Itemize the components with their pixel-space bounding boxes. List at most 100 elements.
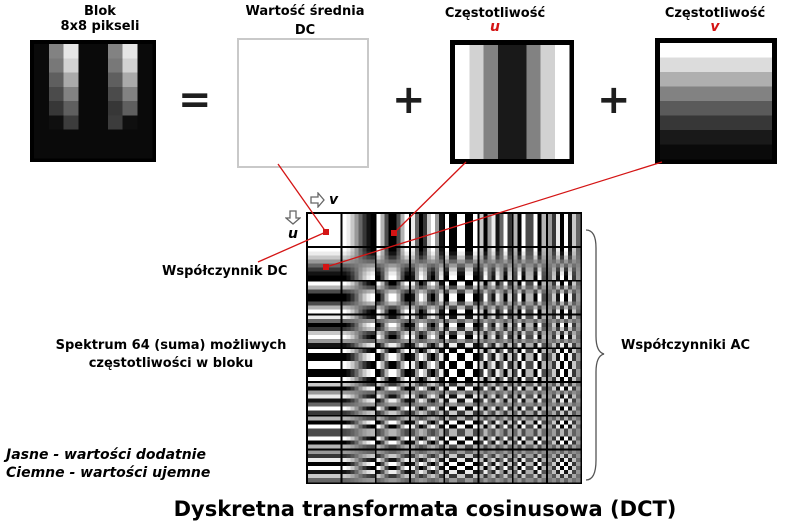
basis-pixel — [571, 271, 577, 276]
basis-pixel — [563, 255, 569, 260]
basis-pixel — [461, 214, 466, 219]
basis-pixel — [376, 271, 381, 276]
basis-pixel — [350, 343, 355, 348]
basis-pixel — [346, 255, 351, 260]
basis-pixel — [453, 466, 458, 471]
basis-pixel — [479, 428, 484, 433]
basis-pixel — [430, 356, 436, 362]
freq-u-band — [483, 45, 499, 159]
basis-pixel — [571, 285, 577, 290]
basis-pixel — [384, 233, 389, 239]
basis-pixel — [469, 382, 474, 387]
u-axis-label: u — [288, 226, 298, 242]
basis-pixel — [575, 364, 581, 370]
basis-pixel — [346, 478, 351, 483]
basis-pixel — [499, 436, 504, 441]
basis-pixel — [479, 368, 484, 374]
basis-pixel — [380, 275, 385, 280]
basis-pixel — [541, 454, 546, 459]
basis-pixel — [469, 271, 474, 276]
basis-pixel — [400, 335, 405, 340]
basis-pixel — [336, 382, 341, 387]
basis-pixel — [410, 281, 416, 286]
basis-pixel — [362, 454, 367, 459]
basis-pixel — [487, 335, 492, 340]
basis-pixel — [507, 241, 512, 246]
basis-pixel — [404, 444, 409, 449]
basis-pixel — [380, 376, 385, 381]
basis-pixel — [384, 251, 389, 256]
basis-pixel — [438, 349, 444, 354]
basis-pixel — [426, 241, 432, 246]
basis-pixel — [575, 376, 581, 381]
basis-pixel — [473, 410, 478, 415]
basis-pixel — [332, 444, 337, 449]
basis-pixel — [575, 271, 581, 276]
basis-pixel — [354, 428, 359, 433]
basis-pixel — [426, 444, 432, 449]
basis-pixel — [495, 229, 500, 235]
block-pixel — [48, 44, 64, 59]
basis-pixel — [312, 285, 317, 290]
basis-pixel — [308, 466, 313, 471]
basis-pixel — [503, 221, 508, 227]
basis-pixel — [358, 263, 363, 268]
basis-pixel — [513, 225, 518, 231]
basis-pixel — [563, 267, 569, 272]
basis-pixel — [521, 259, 526, 264]
block-pixel — [34, 86, 50, 102]
basis-pixel — [308, 474, 313, 479]
basis-pixel — [541, 360, 546, 366]
basis-pixel — [541, 376, 546, 381]
basis-pixel — [487, 323, 492, 328]
block-pixel — [48, 72, 64, 88]
basis-pixel — [332, 386, 337, 391]
basis-pixel — [316, 293, 321, 298]
basis-pixel — [376, 458, 381, 463]
basis-pixel — [370, 466, 375, 471]
basis-pixel — [453, 420, 458, 425]
basis-pixel — [537, 410, 542, 415]
basis-pixel — [567, 440, 573, 445]
basis-pixel — [350, 331, 355, 336]
basis-pixel — [479, 364, 484, 370]
basis-pixel — [350, 454, 355, 459]
basis-pixel — [430, 225, 436, 231]
basis-pixel — [404, 398, 409, 403]
basis-pixel — [434, 247, 440, 252]
basis-pixel — [469, 420, 474, 425]
basis-pixel — [380, 335, 385, 340]
basis-pixel — [354, 263, 359, 268]
basis-pixel — [461, 259, 466, 264]
basis-pixel — [551, 390, 557, 395]
basis-pixel — [308, 251, 313, 256]
basis-pixel — [473, 390, 478, 395]
basis-pixel — [541, 390, 546, 395]
basis-pixel — [404, 424, 409, 429]
basis-pixel — [575, 293, 581, 298]
basis-pixel — [529, 416, 534, 421]
basis-pixel — [370, 233, 375, 239]
basis-pixel — [449, 267, 454, 272]
basis-pixel — [410, 432, 416, 437]
basis-pixel — [312, 356, 317, 362]
plus-sign-1: + — [392, 77, 426, 123]
basis-pixel — [380, 305, 385, 310]
basis-pixel — [453, 410, 458, 415]
basis-pixel — [388, 225, 393, 231]
basis-pixel — [575, 275, 581, 280]
basis-pixel — [559, 368, 565, 374]
basis-pixel — [503, 382, 508, 387]
basis-pixel — [380, 398, 385, 403]
basis-pixel — [332, 285, 337, 290]
basis-pixel — [559, 424, 565, 429]
basis-pixel — [324, 225, 329, 231]
basis-pixel — [312, 416, 317, 421]
basis-pixel — [453, 241, 458, 246]
basis-pixel — [332, 343, 337, 348]
basis-pixel — [350, 214, 355, 219]
basis-pixel — [513, 432, 518, 437]
basis-pixel — [571, 440, 577, 445]
basis-pixel — [525, 327, 530, 332]
basis-pixel — [346, 416, 351, 421]
